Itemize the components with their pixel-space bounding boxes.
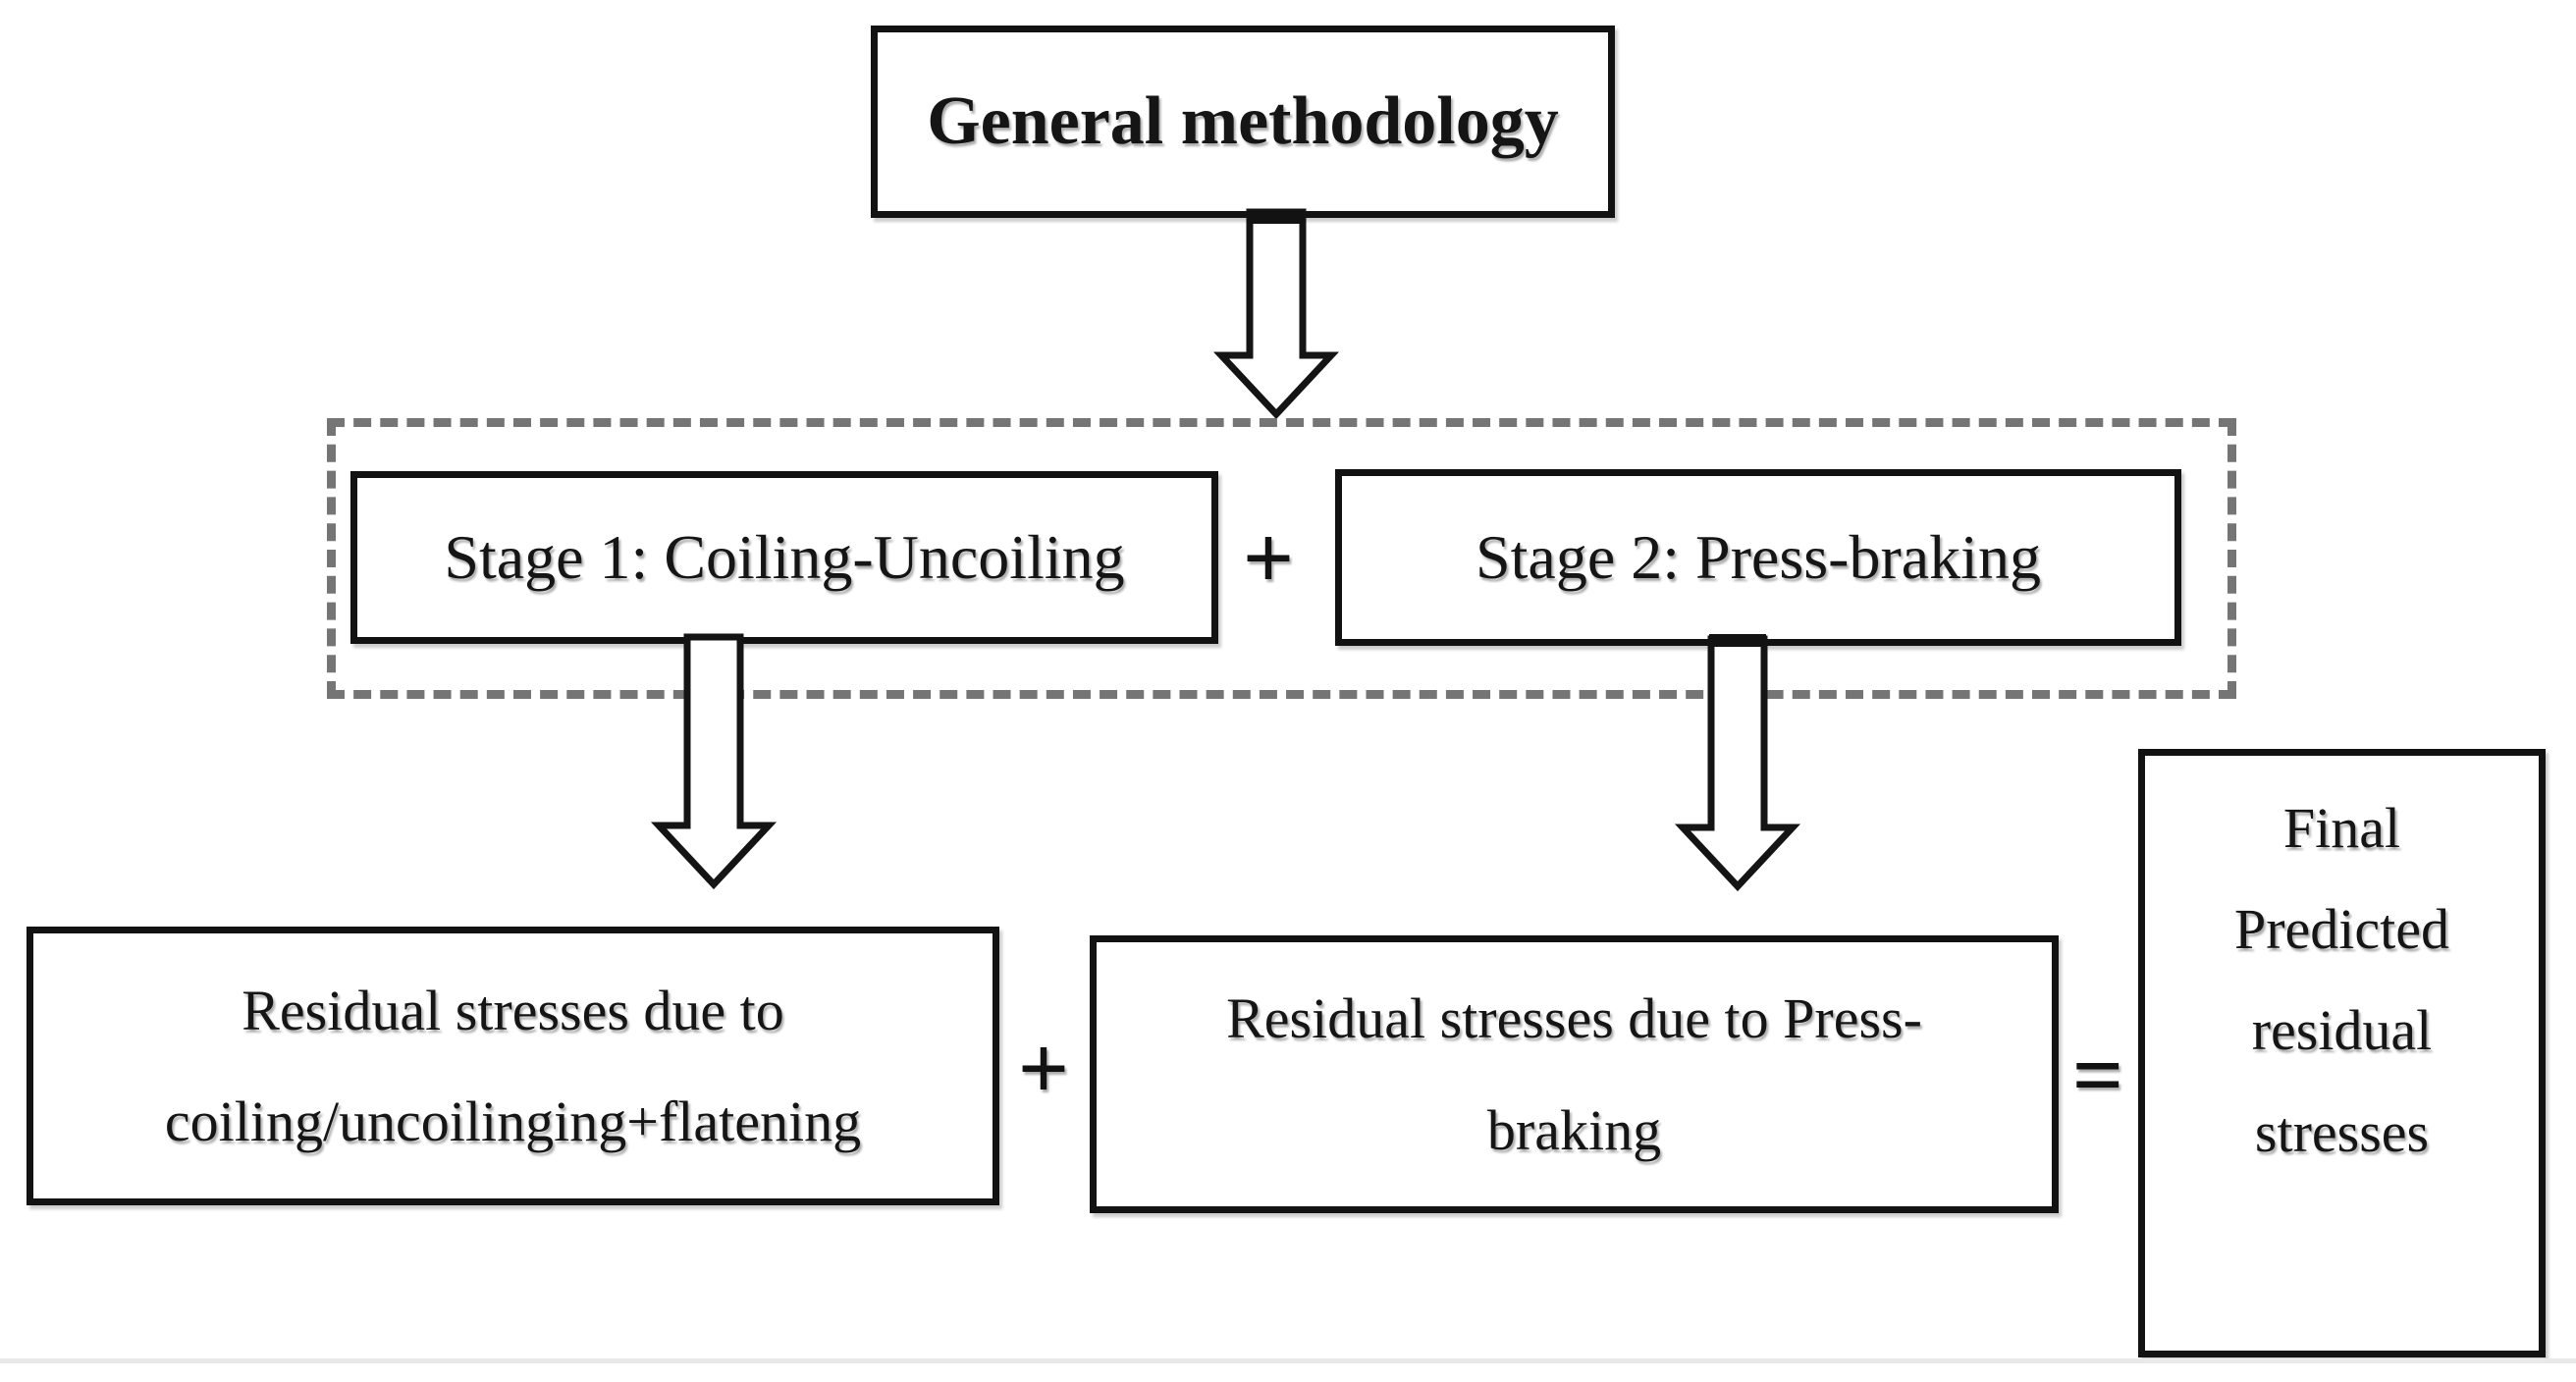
stages-group-outline xyxy=(327,418,2236,699)
final-line4: stresses xyxy=(2254,1099,2430,1164)
node-residual-stresses-coiling: Residual stresses due to coiling/uncoili… xyxy=(27,927,999,1205)
final-line2: Predicted xyxy=(2233,897,2450,962)
node-stage1-coiling-uncoiling: Stage 1: Coiling-Uncoiling xyxy=(350,471,1218,644)
residual-press-line2: braking xyxy=(1486,1097,1662,1162)
page-divider-line xyxy=(0,1358,2576,1363)
down-arrow-icon xyxy=(1212,208,1340,420)
node-general-methodology: General methodology xyxy=(871,26,1615,218)
residual-press-line1: Residual stresses due to Press- xyxy=(1226,986,1922,1051)
plus-operator-results: + xyxy=(1017,1018,1070,1118)
node-final-predicted-residual-stresses: Final Predicted residual stresses xyxy=(2138,749,2546,1357)
final-line1: Final xyxy=(2282,796,2401,860)
arrow-connector-notch xyxy=(1709,634,1766,647)
stage1-label: Stage 1: Coiling-Uncoiling xyxy=(444,522,1125,592)
residual-coiling-line2: coiling/uncoilinging+flatening xyxy=(164,1090,862,1153)
down-arrow-icon xyxy=(650,633,778,890)
general-methodology-label: General methodology xyxy=(927,83,1559,159)
down-arrow-icon xyxy=(1674,635,1801,892)
node-stage2-press-braking: Stage 2: Press-braking xyxy=(1335,469,2181,646)
stage2-label: Stage 2: Press-braking xyxy=(1476,522,2041,592)
residual-coiling-line1: Residual stresses due to xyxy=(242,978,784,1042)
arrow-connector-notch xyxy=(1247,210,1304,224)
equals-operator: = xyxy=(2071,1025,2124,1125)
plus-operator-stages: + xyxy=(1242,507,1295,608)
final-line3: residual xyxy=(2251,998,2433,1063)
node-residual-stresses-press-braking: Residual stresses due to Press- braking xyxy=(1090,935,2059,1213)
